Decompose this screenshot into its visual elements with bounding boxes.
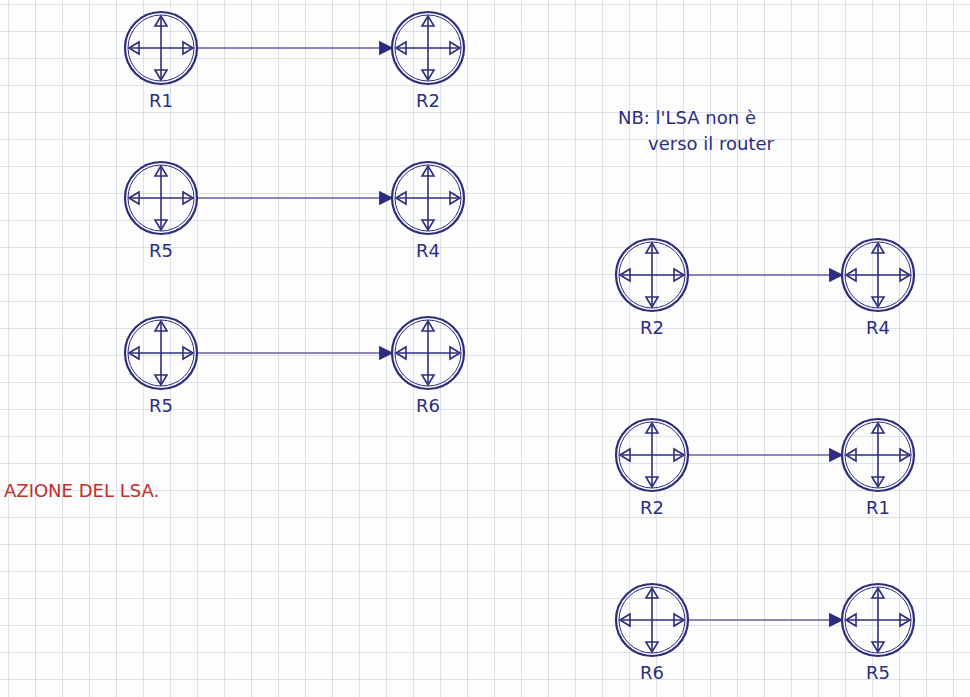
router-node: R6	[612, 580, 692, 683]
router-symbol	[612, 235, 692, 315]
router-name: R1	[121, 90, 201, 111]
handwritten-note: AZIONE DEL LSA.	[4, 480, 159, 501]
router-symbol	[121, 158, 201, 238]
router-node: R5	[121, 158, 201, 261]
router-node: R6	[388, 313, 468, 416]
router-symbol	[612, 415, 692, 495]
router-name: R4	[838, 317, 918, 338]
router-node: R4	[388, 158, 468, 261]
router-symbol	[121, 313, 201, 393]
handwritten-note: verso il router	[648, 133, 774, 154]
router-symbol	[612, 580, 692, 660]
router-name: R2	[612, 497, 692, 518]
router-symbol	[388, 8, 468, 88]
router-symbol	[838, 415, 918, 495]
router-symbol	[838, 235, 918, 315]
router-symbol	[121, 8, 201, 88]
router-node: R2	[612, 235, 692, 338]
router-name: R5	[121, 240, 201, 261]
router-node: R5	[838, 580, 918, 683]
router-name: R6	[388, 395, 468, 416]
router-name: R5	[838, 662, 918, 683]
router-node: R1	[121, 8, 201, 111]
lsa-arrow	[688, 454, 842, 456]
router-name: R2	[388, 90, 468, 111]
router-name: R5	[121, 395, 201, 416]
router-name: R2	[612, 317, 692, 338]
router-name: R4	[388, 240, 468, 261]
router-symbol	[838, 580, 918, 660]
lsa-arrow	[197, 197, 392, 199]
router-name: R6	[612, 662, 692, 683]
router-symbol	[388, 313, 468, 393]
lsa-arrow	[197, 47, 392, 49]
lsa-arrow	[688, 274, 842, 276]
lsa-arrow	[688, 619, 842, 621]
lsa-arrow	[197, 352, 392, 354]
handwritten-note: NB: l'LSA non è	[618, 107, 756, 128]
router-node: R5	[121, 313, 201, 416]
router-symbol	[388, 158, 468, 238]
router-node: R4	[838, 235, 918, 338]
router-name: R1	[838, 497, 918, 518]
router-node: R2	[612, 415, 692, 518]
router-node: R2	[388, 8, 468, 111]
router-node: R1	[838, 415, 918, 518]
